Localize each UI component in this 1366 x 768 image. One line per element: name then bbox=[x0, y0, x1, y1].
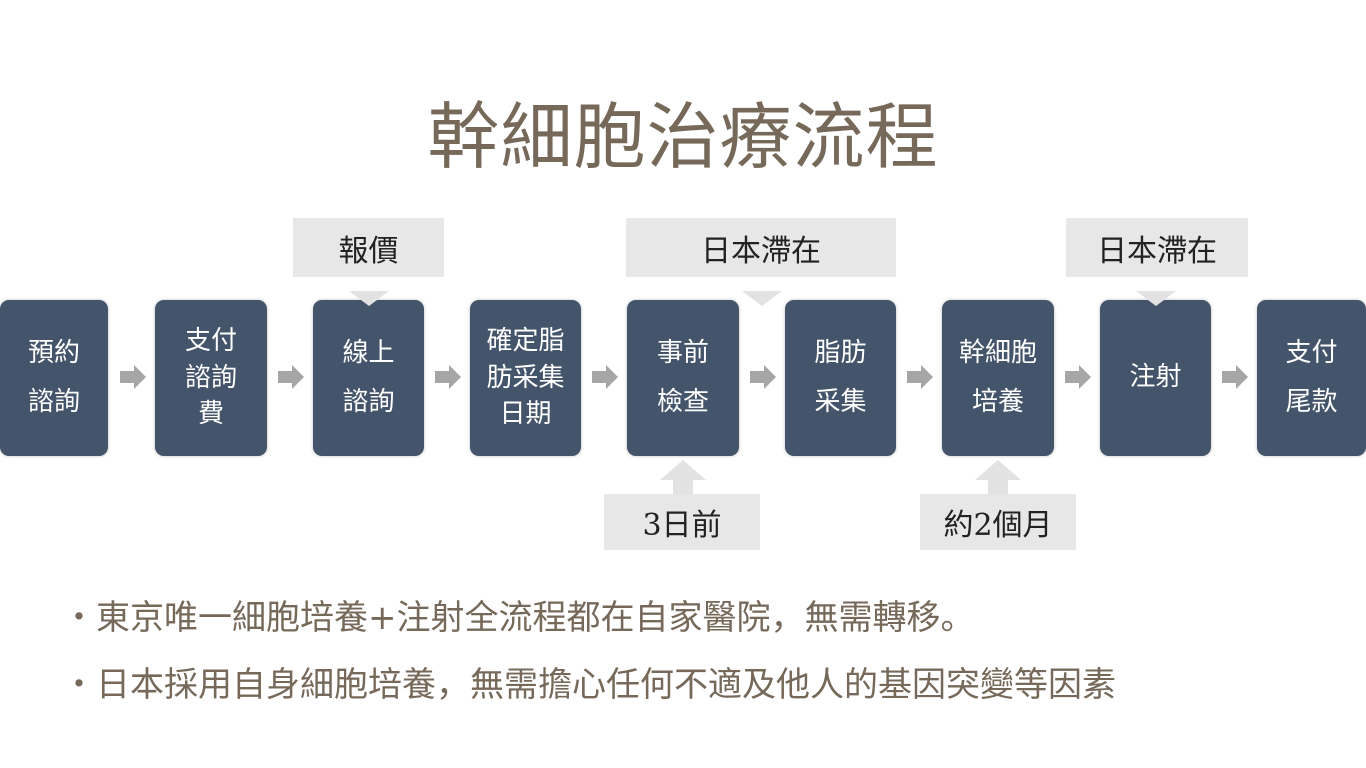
step-box: 確定脂肪采集日期 bbox=[470, 300, 581, 456]
step-label-line: 線上 bbox=[342, 337, 395, 368]
step-label-line: 諮詢 bbox=[342, 387, 395, 417]
step-label-line: 諮詢 bbox=[27, 387, 80, 417]
step-box: 注射 bbox=[1100, 300, 1211, 456]
right-arrow-icon bbox=[907, 365, 933, 389]
step-box: 支付尾款 bbox=[1257, 300, 1366, 456]
right-arrow-icon bbox=[592, 365, 618, 389]
step-label-line: 培養 bbox=[971, 387, 1024, 417]
step-label-line: 事前 bbox=[656, 337, 709, 368]
callout-japan-stay-2: 日本滯在 bbox=[1066, 218, 1248, 277]
step-label-line: 支付 bbox=[1285, 337, 1338, 368]
callout-pointer bbox=[349, 291, 389, 306]
right-arrow-icon bbox=[750, 365, 776, 389]
step-label-line: 諮詢 bbox=[184, 362, 237, 393]
callout-3-days-before: 3日前 bbox=[604, 494, 760, 550]
bullet-1: ・東京唯一細胞培養+注射全流程都在自家醫院，無需轉移。 bbox=[62, 598, 975, 638]
bullet-2: ・日本採用自身細胞培養，無需擔心任何不適及他人的基因突變等因素 bbox=[62, 665, 1116, 705]
step-box: 支付諮詢費 bbox=[155, 300, 267, 456]
callout-pointer bbox=[1136, 291, 1176, 306]
step-label-line: 確定脂 bbox=[486, 326, 565, 357]
up-arrow-icon bbox=[660, 460, 706, 496]
step-label-line: 幹細胞 bbox=[958, 337, 1037, 368]
step-box: 線上諮詢 bbox=[313, 300, 424, 456]
page-title: 幹細胞治療流程 bbox=[427, 95, 939, 179]
callout-japan-stay-1: 日本滯在 bbox=[626, 218, 896, 277]
step-box: 事前檢查 bbox=[627, 300, 739, 456]
step-label-line: 注射 bbox=[1129, 362, 1182, 393]
step-label-line: 檢查 bbox=[656, 387, 709, 417]
step-label-line: 脂肪 bbox=[814, 337, 867, 368]
callout-quote: 報價 bbox=[293, 218, 444, 277]
up-arrow-icon bbox=[975, 460, 1021, 496]
step-label-line: 預約 bbox=[27, 337, 80, 368]
right-arrow-icon bbox=[119, 365, 146, 389]
right-arrow-icon bbox=[278, 365, 304, 389]
right-arrow-icon bbox=[435, 365, 461, 389]
step-label-line: 日期 bbox=[499, 399, 552, 430]
step-label-line: 尾款 bbox=[1285, 387, 1338, 417]
right-arrow-icon bbox=[1065, 365, 1091, 389]
step-label-line: 肪采集 bbox=[486, 362, 565, 393]
callout-about-2-months: 約2個月 bbox=[920, 494, 1076, 550]
right-arrow-icon bbox=[1222, 365, 1248, 389]
callout-pointer bbox=[742, 291, 782, 306]
step-label-line: 費 bbox=[197, 399, 224, 430]
step-box: 幹細胞培養 bbox=[942, 300, 1054, 456]
step-box: 脂肪采集 bbox=[785, 300, 896, 456]
step-box: 預約諮詢 bbox=[0, 300, 108, 456]
step-label-line: 支付 bbox=[184, 326, 237, 357]
step-label-line: 采集 bbox=[814, 387, 867, 417]
